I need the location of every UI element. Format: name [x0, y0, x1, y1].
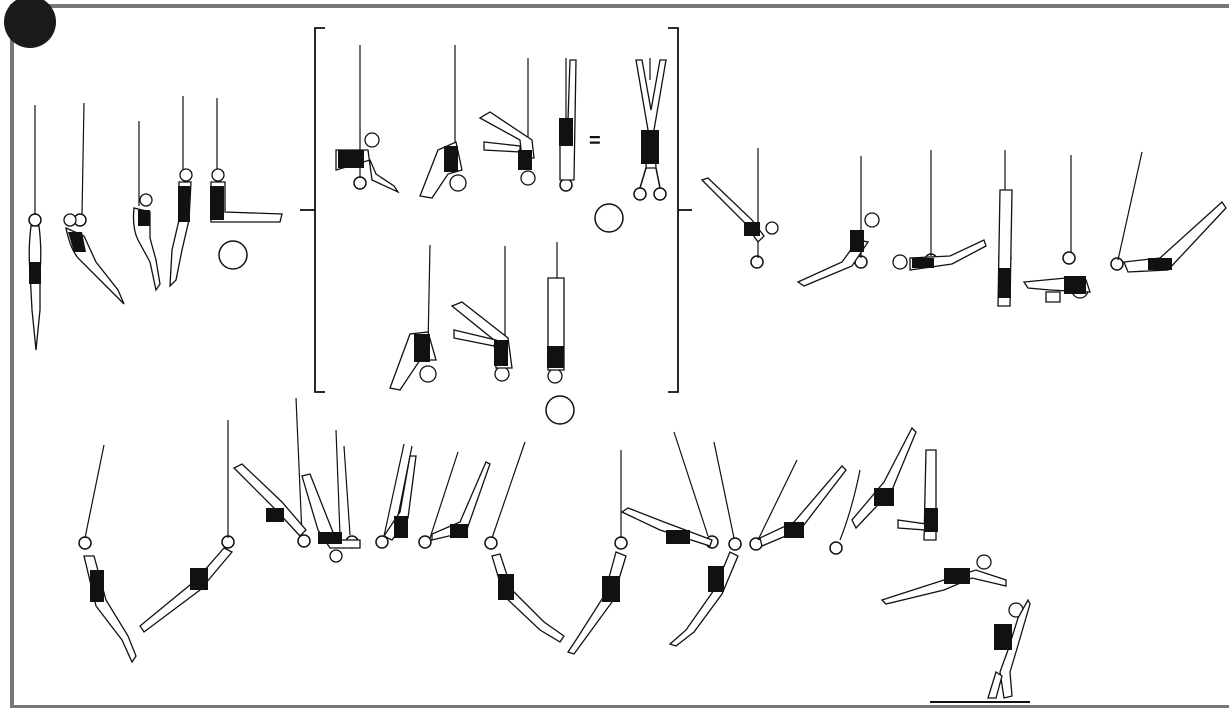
- top-left-sequence: [29, 96, 282, 350]
- bracket-lower-row: [390, 242, 564, 390]
- marker-circle-1: [219, 241, 247, 269]
- marker-circle-3: [546, 396, 574, 424]
- bottom-sequence: [79, 398, 1030, 702]
- bracket-upper-row: [336, 45, 666, 200]
- top-right-sequence: [702, 148, 1226, 306]
- equals-symbol: =: [589, 130, 601, 152]
- marker-circle-2: [595, 204, 623, 232]
